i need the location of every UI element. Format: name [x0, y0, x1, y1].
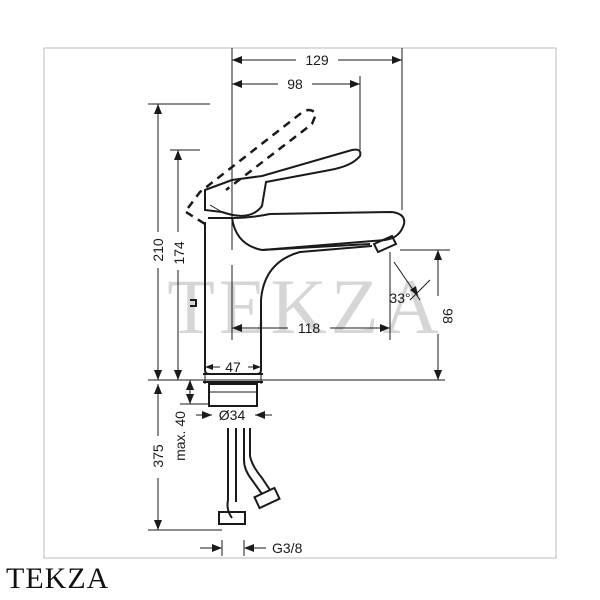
- hoses: [208, 383, 281, 525]
- dim-spout-height: 98: [440, 308, 456, 324]
- dim-connection-thread: G3/8: [272, 540, 303, 556]
- dim-base-width: 47: [225, 359, 241, 375]
- watermark-text: TEKZA: [167, 263, 443, 350]
- drawing-frame: [43, 47, 557, 559]
- dim-spout-angle: 33°: [389, 290, 410, 306]
- dim-hole-diameter: Ø34: [219, 407, 246, 423]
- dim-total-width: 129: [305, 52, 329, 68]
- dim-total-height: 210: [150, 238, 166, 262]
- dim-deck-thickness: max. 40: [172, 411, 188, 461]
- brand-label: TEKZA: [6, 562, 110, 595]
- dim-spout-reach: 118: [298, 320, 321, 336]
- dim-lever-reach: 98: [287, 76, 303, 92]
- dim-hose-length: 375: [150, 444, 166, 468]
- dim-body-height: 174: [171, 241, 187, 265]
